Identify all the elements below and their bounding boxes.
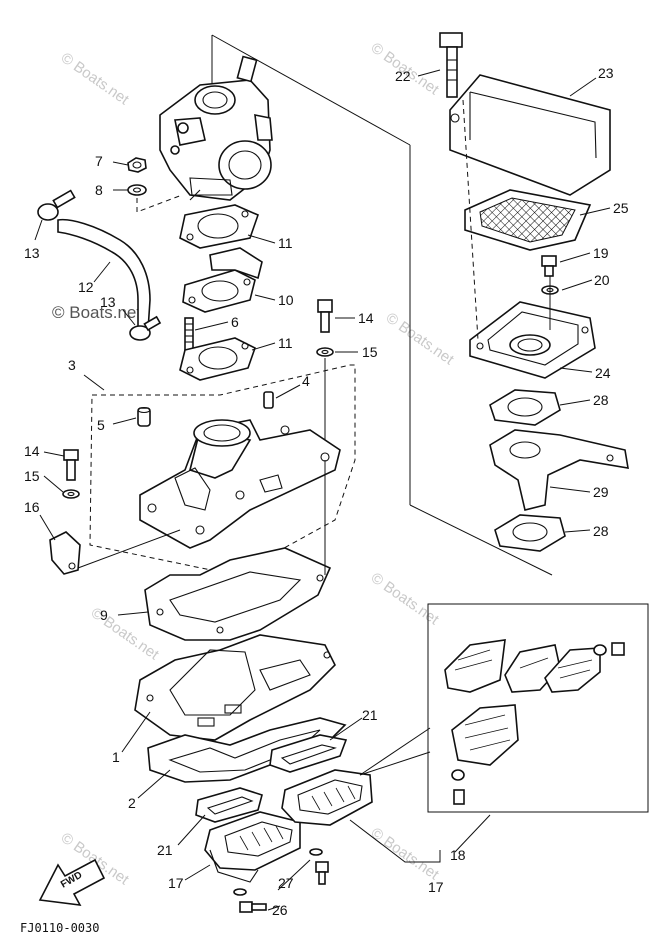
diagram-code: FJ0110-0030 <box>20 921 99 935</box>
callout-19: 19 <box>593 245 609 261</box>
watermark-text: © Boats.net <box>58 49 133 108</box>
reed-detail <box>444 639 625 805</box>
callout-25: 25 <box>613 200 629 216</box>
detail-box <box>427 603 649 813</box>
callout-13-lower: 13 <box>100 294 116 310</box>
callout-5: 5 <box>97 417 105 433</box>
callout-14-right: 14 <box>358 310 374 326</box>
leader-lines <box>34 69 611 911</box>
air-box-cover-23 <box>449 74 611 196</box>
collar-5 <box>137 406 151 427</box>
guide-line <box>359 751 431 776</box>
callout-13-upper: 13 <box>24 245 40 261</box>
clamp-13-upper <box>37 189 76 221</box>
watermark-text: © Boats.net <box>52 303 141 322</box>
gasket-11-lower <box>179 337 256 381</box>
spacer-10 <box>182 247 263 313</box>
watermark-text: © Boats.net <box>383 309 458 368</box>
watermark-text: © Boats.net <box>368 824 443 883</box>
valve-plate-1 <box>134 634 336 741</box>
gasket-21-left <box>195 787 263 823</box>
bolt-14-left <box>63 449 79 481</box>
bolt-22 <box>439 32 463 98</box>
callout-24: 24 <box>595 365 611 381</box>
gasket-28-lower <box>494 514 566 552</box>
callout-22: 22 <box>395 68 411 84</box>
callout-21-left: 21 <box>157 842 173 858</box>
bolt-19 <box>541 255 557 277</box>
guide-line <box>462 99 479 341</box>
callout-26: 26 <box>272 902 288 918</box>
guide-line <box>136 194 183 213</box>
air-box-base-24 <box>469 301 596 379</box>
bolt-26-left <box>239 901 267 913</box>
callout-11-upper: 11 <box>278 235 293 251</box>
washer-15-right <box>316 347 334 357</box>
callout-1: 1 <box>112 749 120 765</box>
carburetor <box>159 55 273 201</box>
nut-7 <box>127 157 147 173</box>
bolt-26-right <box>315 861 329 885</box>
intake-manifold <box>139 419 341 549</box>
callout-15-right: 15 <box>362 344 378 360</box>
callout-27: 27 <box>278 875 294 891</box>
callout-18: 18 <box>450 847 466 863</box>
gasket-2 <box>147 717 347 783</box>
callout-labels: 22 23 25 19 20 24 28 29 28 7 8 13 12 13 … <box>20 65 629 935</box>
gasket-28-upper <box>489 389 561 426</box>
callout-7: 7 <box>95 153 103 169</box>
gasket-11-upper <box>179 204 259 249</box>
callout-10: 10 <box>278 292 294 308</box>
callout-21-right: 21 <box>362 707 378 723</box>
callout-28-lower: 28 <box>593 523 609 539</box>
callout-3: 3 <box>68 357 76 373</box>
washer-15-left <box>62 489 80 499</box>
callout-11-lower: 11 <box>278 335 293 351</box>
reed-valve-17-left <box>204 811 301 883</box>
air-filter-25 <box>464 189 592 251</box>
callout-29: 29 <box>593 484 609 500</box>
callout-9: 9 <box>100 607 108 623</box>
stud-6 <box>184 317 194 353</box>
guide-line <box>77 529 181 569</box>
gasket-21-right <box>269 734 348 773</box>
fwd-arrow-icon: FWD <box>38 858 106 906</box>
callout-15-left: 15 <box>24 468 40 484</box>
callout-20: 20 <box>594 272 610 288</box>
callout-2: 2 <box>128 795 136 811</box>
callout-16: 16 <box>24 499 40 515</box>
assembly-boundary <box>89 364 356 576</box>
callout-28-upper: 28 <box>593 392 609 408</box>
callout-6: 6 <box>231 314 239 330</box>
gasket-9 <box>144 547 332 641</box>
bracket-16 <box>49 531 81 575</box>
bolt-14-right <box>317 299 333 333</box>
callout-14-left: 14 <box>24 443 40 459</box>
callout-12: 12 <box>78 279 94 295</box>
bracket-29 <box>489 429 629 511</box>
watermark-text: © Boats.net <box>368 569 443 628</box>
clamp-13-lower <box>129 315 162 341</box>
callout-17-right: 17 <box>428 879 444 895</box>
washer-8 <box>127 184 147 196</box>
reed-valve-17-right <box>281 769 373 826</box>
callout-17-left: 17 <box>168 875 184 891</box>
guide-line <box>359 727 431 776</box>
callout-4: 4 <box>302 373 310 389</box>
pin-4 <box>263 391 274 409</box>
callout-23: 23 <box>598 65 614 81</box>
washer-27 <box>233 848 323 896</box>
assembly-guide-lines <box>211 34 553 576</box>
callout-8: 8 <box>95 182 103 198</box>
